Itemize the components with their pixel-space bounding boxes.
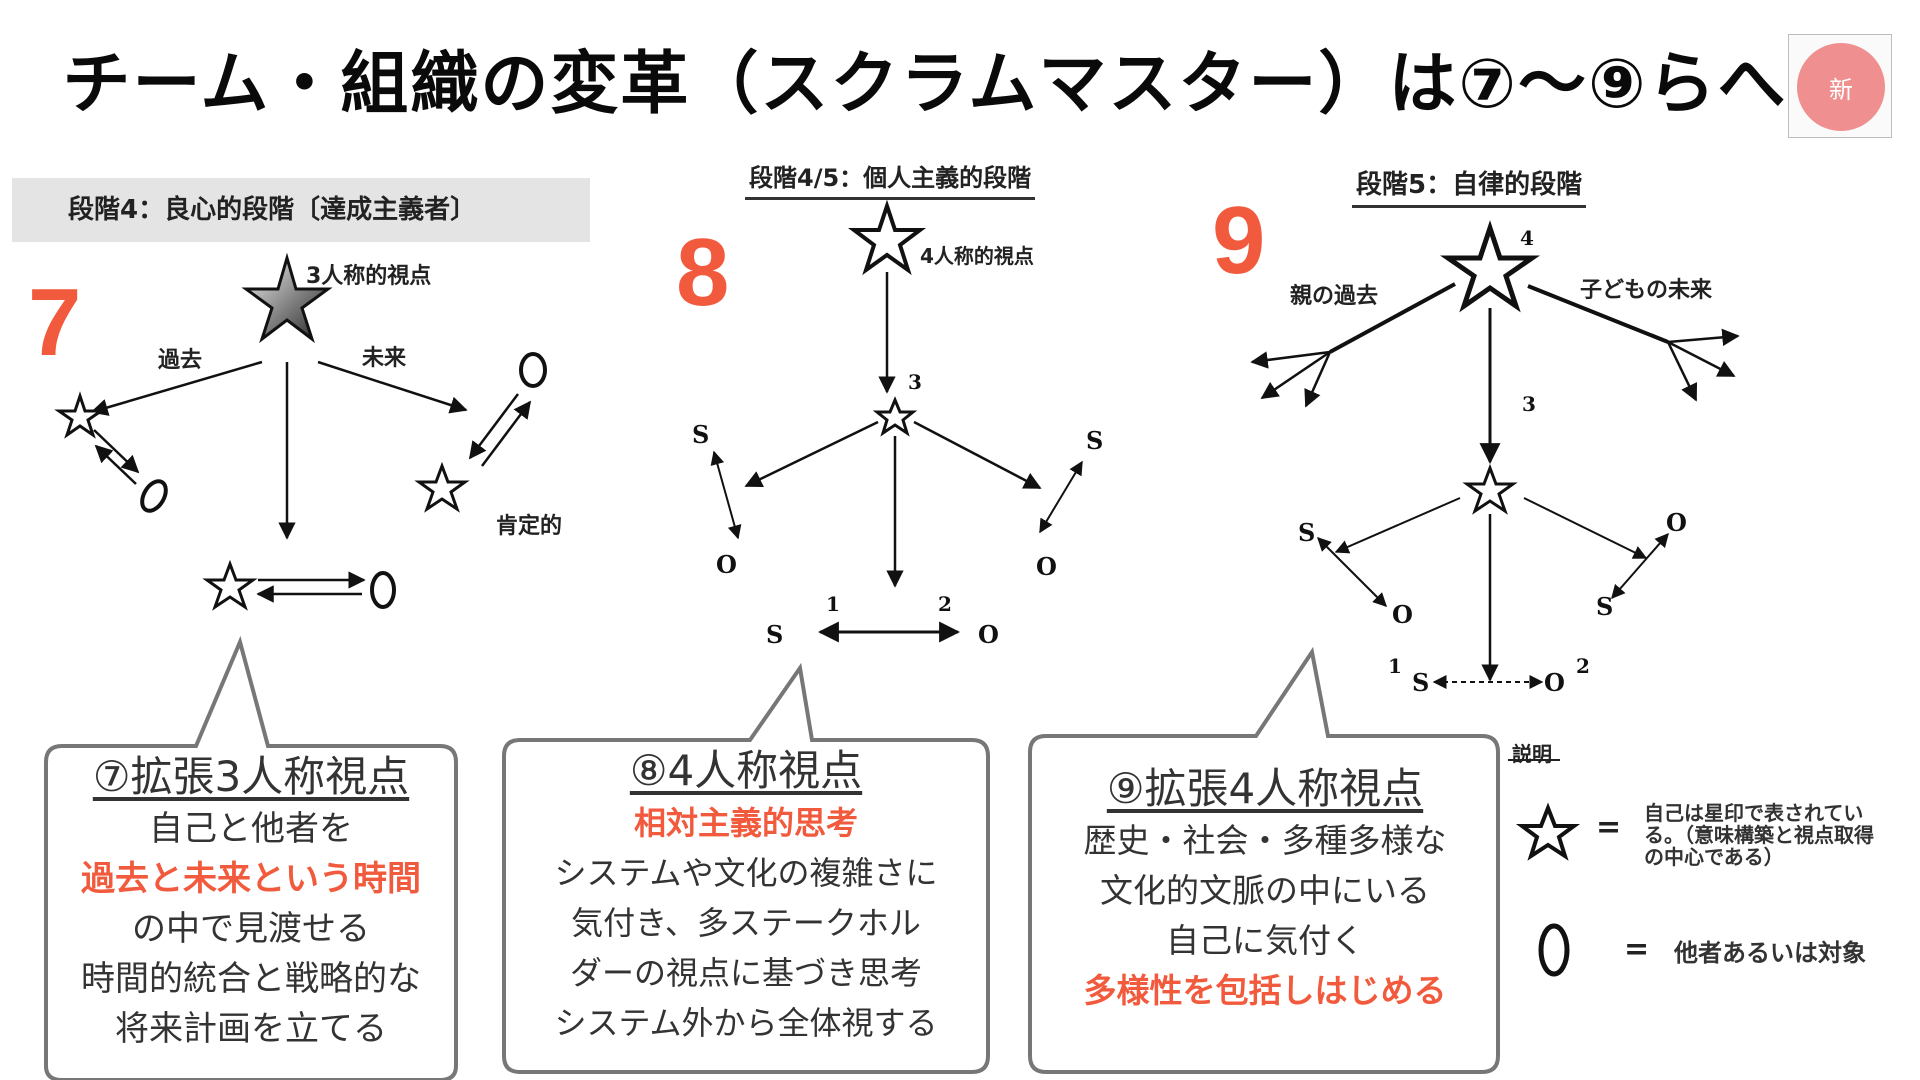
- legend-star-line: る。（意味構築と視点取得: [1644, 823, 1874, 847]
- stage8-s-bottom: S: [766, 620, 784, 649]
- legend-equals: =: [1624, 932, 1650, 967]
- stage7-left-circle-icon: [140, 479, 168, 513]
- callout-9-highlight: 多様性を包括しはじめる: [1083, 971, 1447, 1010]
- stage8-o-left: O: [716, 550, 737, 579]
- stage9-s-right: S: [1596, 592, 1614, 621]
- stage-header-9: 段階5：自律的段階: [1352, 164, 1587, 208]
- legend-circle-icon: [1538, 923, 1570, 977]
- stage9-mid-star-icon: [1462, 463, 1518, 515]
- stage9-s-bottom: S: [1412, 668, 1430, 697]
- stage7-past-label: 過去: [158, 348, 203, 373]
- slide-title: チーム・組織の変革（スクラムマスター）は⑦〜⑨らへん: [62, 45, 1858, 124]
- callout-7-line: の中で見渡せる: [132, 909, 370, 949]
- stage-header-8: 段階4/5：個人主義的段階: [745, 158, 1036, 200]
- callout-9-line: 文化的文脈の中にいる: [1100, 871, 1430, 910]
- callout-7-line: 将来計画を立てる: [115, 1009, 387, 1049]
- callout-9-title: ⑨拡張4人称視点: [1106, 764, 1424, 813]
- callout-8-line: 気付き、多ステークホル: [571, 904, 921, 942]
- legend-star-text: 自己は星印で表されてい る。（意味構築と視点取得 の中心である）: [1644, 802, 1874, 868]
- stage8-perspective-label: 4人称的視点: [920, 244, 1034, 268]
- callout-9-bubble: [1028, 646, 1500, 1074]
- stage8-n2-label: 2: [938, 592, 952, 616]
- stage9-s-left: S: [1298, 518, 1316, 547]
- stage7-bottom-circle-icon: [370, 571, 396, 609]
- stage7-right-star-icon: [414, 461, 470, 513]
- stage9-n2-label: 2: [1576, 654, 1590, 678]
- callout-7-title: ⑦拡張3人称視点: [92, 752, 410, 801]
- legend-circle-text: 他者あるいは対象: [1674, 939, 1866, 967]
- callout-9-line: 歴史・社会・多種多様な: [1083, 821, 1447, 860]
- stage-number-9: 9: [1212, 187, 1266, 294]
- stage8-s-right: S: [1086, 426, 1104, 455]
- stage-number-7: 7: [28, 269, 82, 376]
- callout-8-title: ⑧4人称視点: [629, 746, 863, 795]
- callout-8-highlight: 相対主義的思考: [633, 804, 858, 842]
- legend-title: 説明: [1512, 742, 1552, 766]
- stage7-perspective-label: 3人称的視点: [306, 264, 432, 289]
- stage8-n1-label: 1: [826, 592, 840, 616]
- new-badge-button[interactable]: 新: [1788, 34, 1892, 138]
- callout-7-highlight: 過去と未来という時間: [81, 859, 421, 899]
- legend-equals: =: [1596, 810, 1622, 845]
- stage8-n3-label: 3: [908, 370, 922, 394]
- stage8-diagram: [710, 199, 1083, 643]
- stage8-o-right: O: [1036, 552, 1057, 581]
- callout-8-bubble: [502, 662, 990, 1074]
- stage9-n4-label: 4: [1520, 226, 1534, 250]
- stage7-big-star-icon: [241, 252, 333, 344]
- stage-number-8: 8: [676, 219, 730, 326]
- callout-8-line: システム外から全体視する: [554, 1004, 938, 1042]
- legend-star-line: の中心である）: [1644, 845, 1784, 869]
- stage9-n3-label: 3: [1522, 392, 1536, 416]
- stage8-big-star-icon: [848, 199, 926, 276]
- stage7-future-label: 未来: [362, 346, 407, 371]
- stage7-diagram: [54, 252, 547, 611]
- stage8-s-left: S: [692, 420, 710, 449]
- stage7-affirm-label: 肯定的: [496, 514, 563, 539]
- callout-8-line: システムや文化の複雑さに: [554, 854, 938, 892]
- stage7-left-star-icon: [54, 391, 106, 439]
- stage9-o-left: O: [1392, 600, 1413, 629]
- stage-header-7: 段階4：良心的段階〔達成主義者〕: [12, 178, 590, 242]
- new-badge-icon: 新: [1797, 43, 1885, 131]
- callout-9-line: 自己に気付く: [1166, 921, 1364, 960]
- stage9-big-star-icon: [1439, 220, 1541, 313]
- stage9-child-future-label: 子どもの未来: [1580, 278, 1713, 303]
- stage9-parents-past-label: 親の過去: [1290, 284, 1379, 309]
- stage9-n1-label: 1: [1388, 654, 1402, 678]
- callout-7: ⑦拡張3人称視点 自己と他者を 過去と未来という時間 の中で見渡せる 時間的統合…: [52, 752, 450, 1054]
- stage9-o-right: O: [1666, 508, 1687, 537]
- callout-7-line: 自己と他者を: [149, 809, 353, 849]
- stage9-diagram: [1250, 220, 1740, 689]
- legend-star-icon: [1515, 802, 1581, 861]
- stage7-right-circle-icon: [519, 352, 547, 388]
- callout-8: ⑧4人称視点 相対主義的思考 システムや文化の複雑さに 気付き、多ステークホル …: [508, 746, 984, 1048]
- stage8-mid-star-icon: [872, 396, 918, 437]
- callout-7-line: 時間的統合と戦略的な: [81, 959, 421, 999]
- stage7-bottom-star-icon: [202, 559, 258, 611]
- callout-9: ⑨拡張4人称視点 歴史・社会・多種多様な 文化的文脈の中にいる 自己に気付く 多…: [1036, 764, 1494, 1016]
- callout-8-line: ダーの視点に基づき思考: [569, 954, 922, 992]
- stage9-o-bottom: O: [1544, 668, 1565, 697]
- stage8-o-bottom: O: [978, 620, 999, 649]
- legend-star-line: 自己は星印で表されてい: [1644, 801, 1864, 825]
